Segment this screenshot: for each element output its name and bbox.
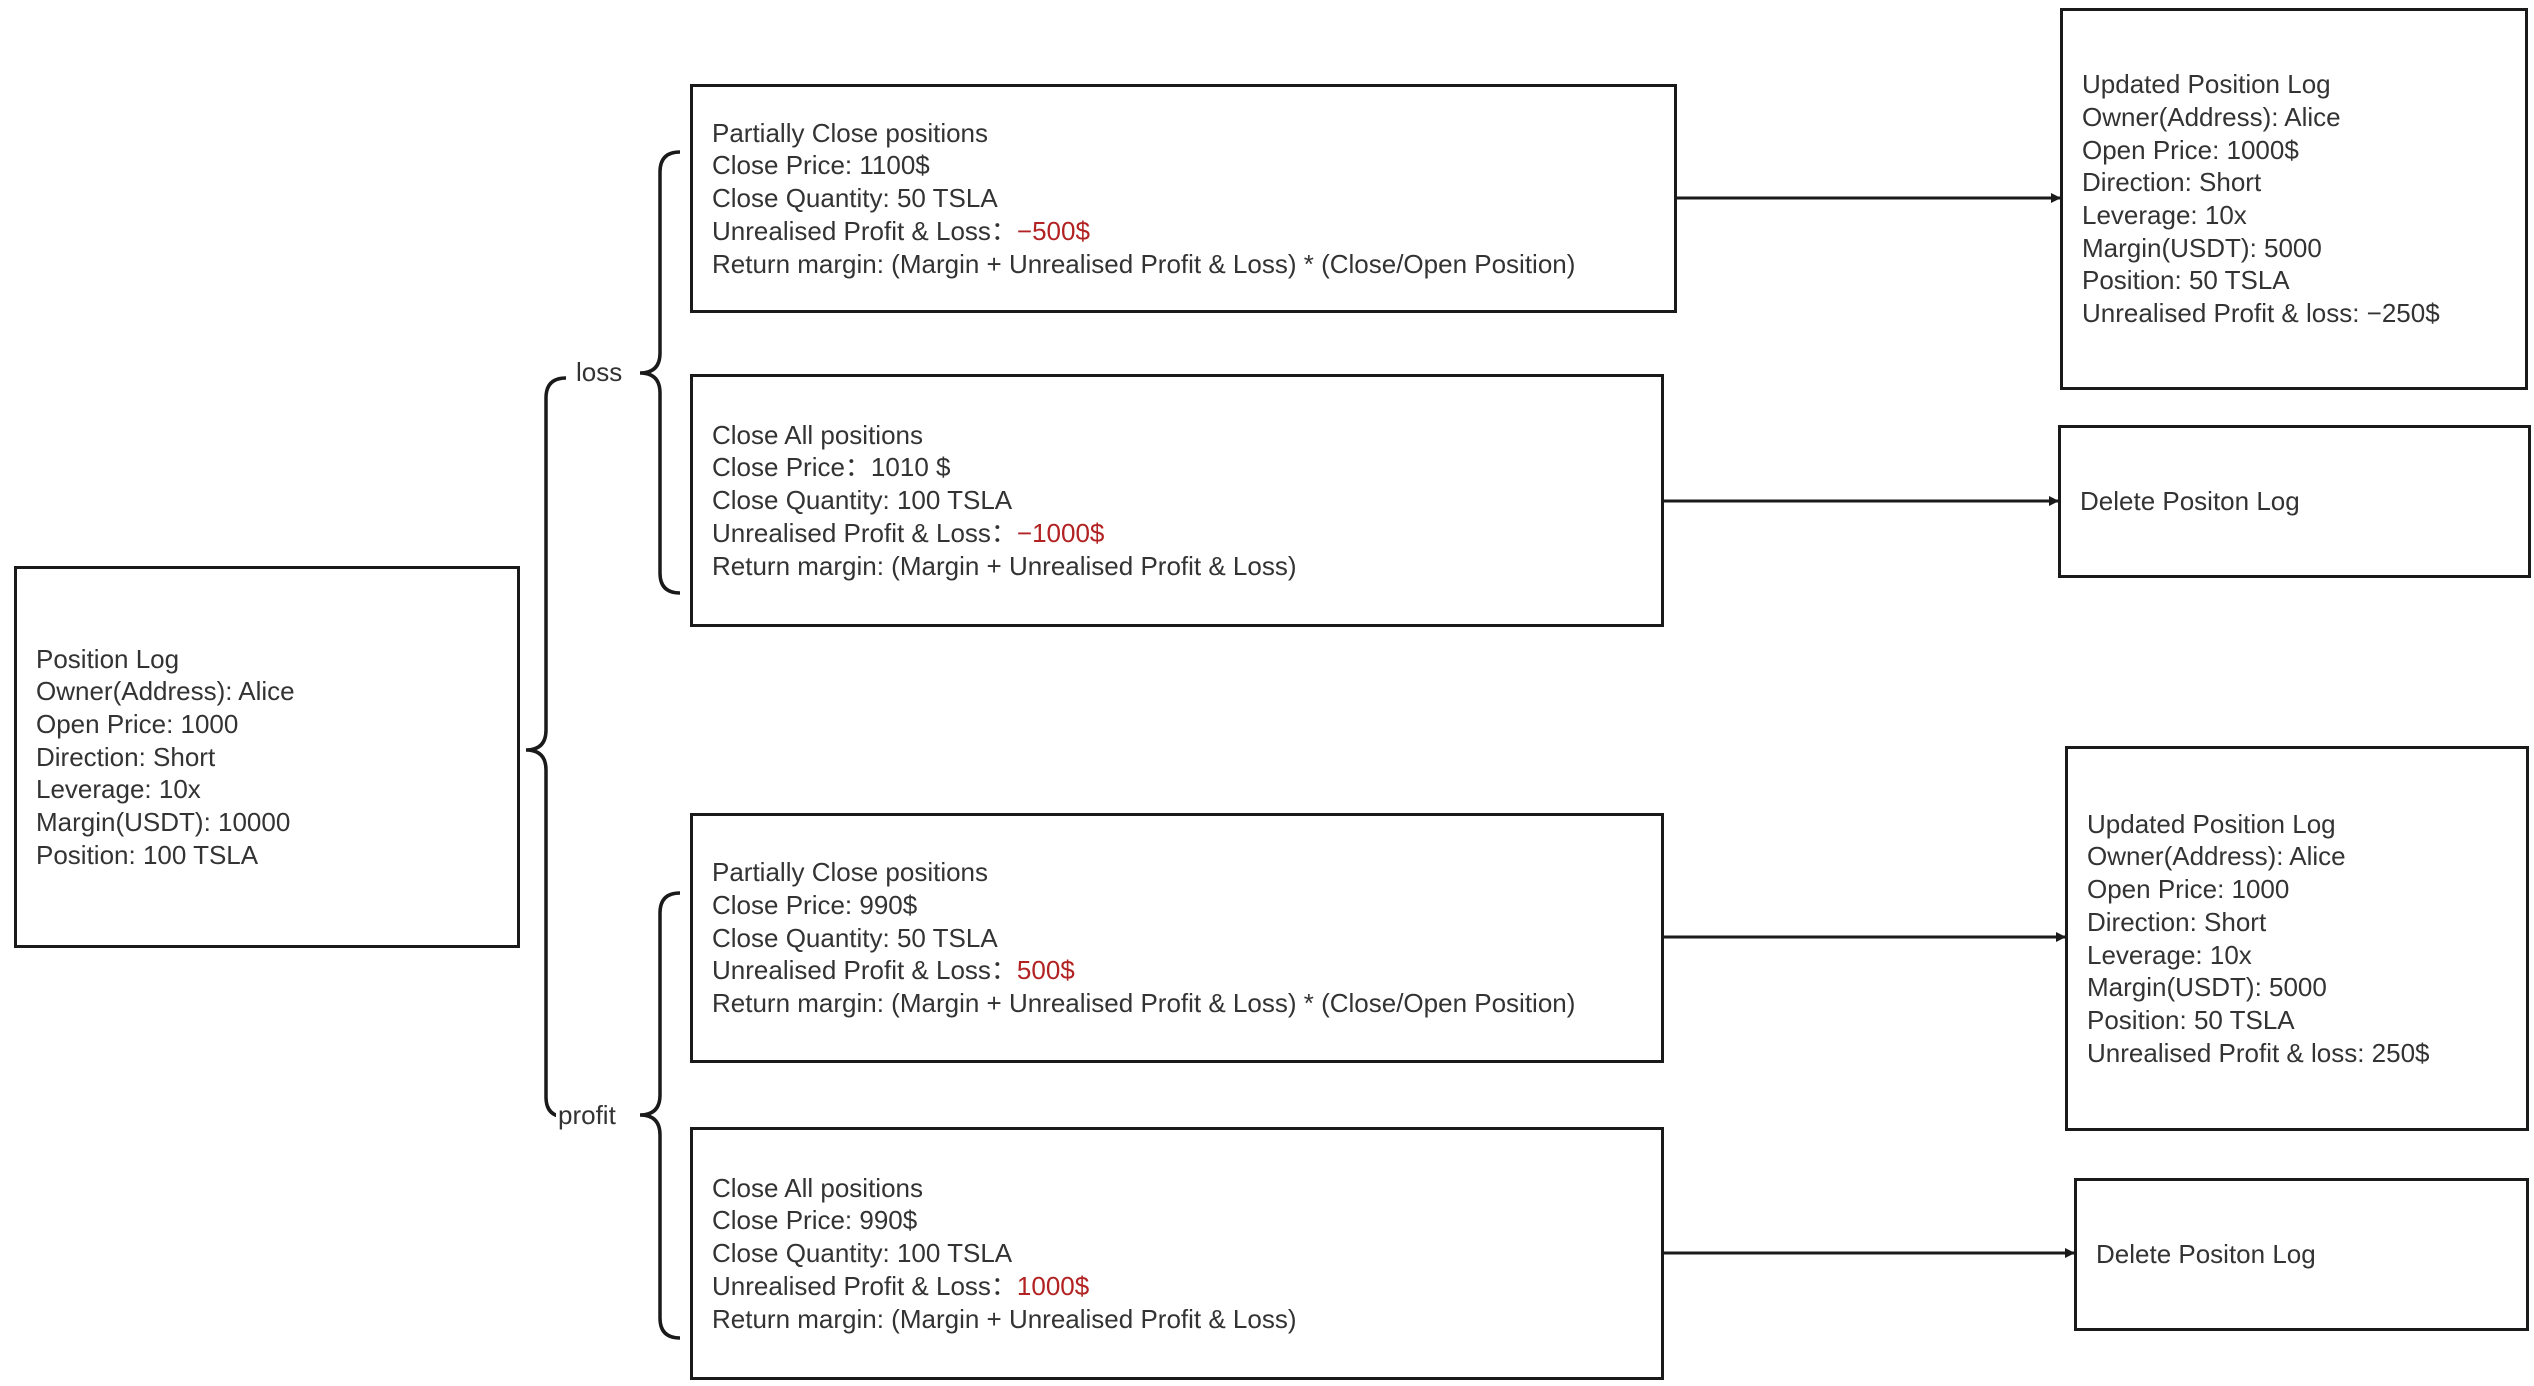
action-title: Partially Close positions — [712, 857, 989, 888]
position-field: Position: 50 TSLA — [2087, 1004, 2295, 1035]
owner-field: Owner(Address): Alice — [36, 676, 295, 707]
pnl-label: Unrealised Profit & Loss： — [712, 1270, 1017, 1301]
profit-brace — [639, 891, 681, 1340]
pnl-field: Unrealised Profit & loss: −250$ — [2082, 298, 2440, 329]
direction-field: Direction: Short — [2087, 906, 2267, 937]
loss-partial-close-box: Partially Close positions Close Price: 1… — [690, 84, 1677, 313]
open-price-field: Open Price: 1000 — [36, 708, 239, 739]
pnl-field: Unrealised Profit & Loss：1000$ — [712, 1270, 1661, 1303]
loss-branch-label: loss — [574, 357, 625, 387]
pnl-field: Unrealised Profit & loss: 250$ — [2087, 1037, 2430, 1068]
position-log-box: Position Log Owner(Address): Alice Open … — [14, 566, 520, 948]
main-brace — [525, 376, 567, 1119]
action-title: Partially Close positions — [712, 117, 989, 148]
pnl-value: 1000$ — [1016, 1270, 1090, 1301]
margin-field: Margin(USDT): 10000 — [36, 807, 291, 838]
delete-log-text: Delete Positon Log — [2096, 1239, 2316, 1270]
profit-branch-label: profit — [556, 1100, 618, 1130]
margin-field: Margin(USDT): 5000 — [2082, 232, 2322, 263]
profit-partial-close-box: Partially Close positions Close Price: 9… — [690, 813, 1664, 1063]
owner-field: Owner(Address): Alice — [2087, 841, 2346, 872]
pnl-value: −1000$ — [1016, 517, 1105, 548]
position-field: Position: 50 TSLA — [2082, 265, 2290, 296]
open-price-field: Open Price: 1000$ — [2082, 134, 2299, 165]
pnl-field: Unrealised Profit & Loss：−1000$ — [712, 517, 1661, 550]
loss-brace — [639, 150, 681, 595]
pnl-field: Unrealised Profit & Loss：−500$ — [712, 215, 1674, 248]
pnl-value: 500$ — [1016, 955, 1075, 986]
return-margin-field: Return margin: (Margin + Unrealised Prof… — [712, 248, 1576, 279]
close-quantity-field: Close Quantity: 50 TSLA — [712, 183, 998, 214]
updated-position-log-profit-box: Updated Position Log Owner(Address): Ali… — [2065, 746, 2529, 1131]
action-title: Close All positions — [712, 419, 923, 450]
leverage-field: Leverage: 10x — [36, 774, 201, 805]
leverage-field: Leverage: 10x — [2082, 200, 2247, 230]
pnl-label: Unrealised Profit & Loss： — [712, 517, 1017, 548]
close-price-field: Close Price: 990$ — [712, 889, 918, 920]
close-quantity-field: Close Quantity: 100 TSLA — [712, 1238, 1013, 1269]
pnl-value: −500$ — [1016, 215, 1090, 246]
updated-position-log-loss-box: Updated Position Log Owner(Address): Ali… — [2060, 8, 2528, 390]
direction-field: Direction: Short — [2082, 167, 2262, 198]
profit-close-all-box: Close All positions Close Price: 990$ Cl… — [690, 1127, 1664, 1380]
loss-close-all-box: Close All positions Close Price：1010 $ C… — [690, 374, 1664, 627]
pnl-label: Unrealised Profit & Loss： — [712, 215, 1017, 246]
position-log-title: Position Log — [36, 643, 180, 674]
action-title: Close All positions — [712, 1172, 923, 1203]
updated-log-title: Updated Position Log — [2082, 69, 2331, 100]
close-price-field: Close Price：1010 $ — [712, 452, 951, 483]
pnl-field: Unrealised Profit & Loss：500$ — [712, 954, 1661, 987]
owner-field: Owner(Address): Alice — [2082, 101, 2341, 132]
position-field: Position: 100 TSLA — [36, 839, 259, 870]
leverage-field: Leverage: 10x — [2087, 939, 2252, 970]
close-quantity-field: Close Quantity: 100 TSLA — [712, 485, 1013, 516]
updated-log-title: Updated Position Log — [2087, 808, 2336, 839]
close-price-field: Close Price: 1100$ — [712, 150, 930, 181]
return-margin-field: Return margin: (Margin + Unrealised Prof… — [712, 1303, 1297, 1334]
delete-log-loss-box: Delete Positon Log — [2058, 425, 2531, 578]
return-margin-field: Return margin: (Margin + Unrealised Prof… — [712, 550, 1297, 581]
return-margin-field: Return margin: (Margin + Unrealised Prof… — [712, 988, 1576, 1019]
delete-log-text: Delete Positon Log — [2080, 486, 2300, 517]
margin-field: Margin(USDT): 5000 — [2087, 972, 2327, 1003]
open-price-field: Open Price: 1000 — [2087, 874, 2290, 905]
close-quantity-field: Close Quantity: 50 TSLA — [712, 922, 998, 953]
pnl-label: Unrealised Profit & Loss： — [712, 955, 1017, 986]
close-price-field: Close Price: 990$ — [712, 1205, 918, 1236]
direction-field: Direction: Short — [36, 741, 216, 772]
delete-log-profit-box: Delete Positon Log — [2074, 1178, 2529, 1331]
